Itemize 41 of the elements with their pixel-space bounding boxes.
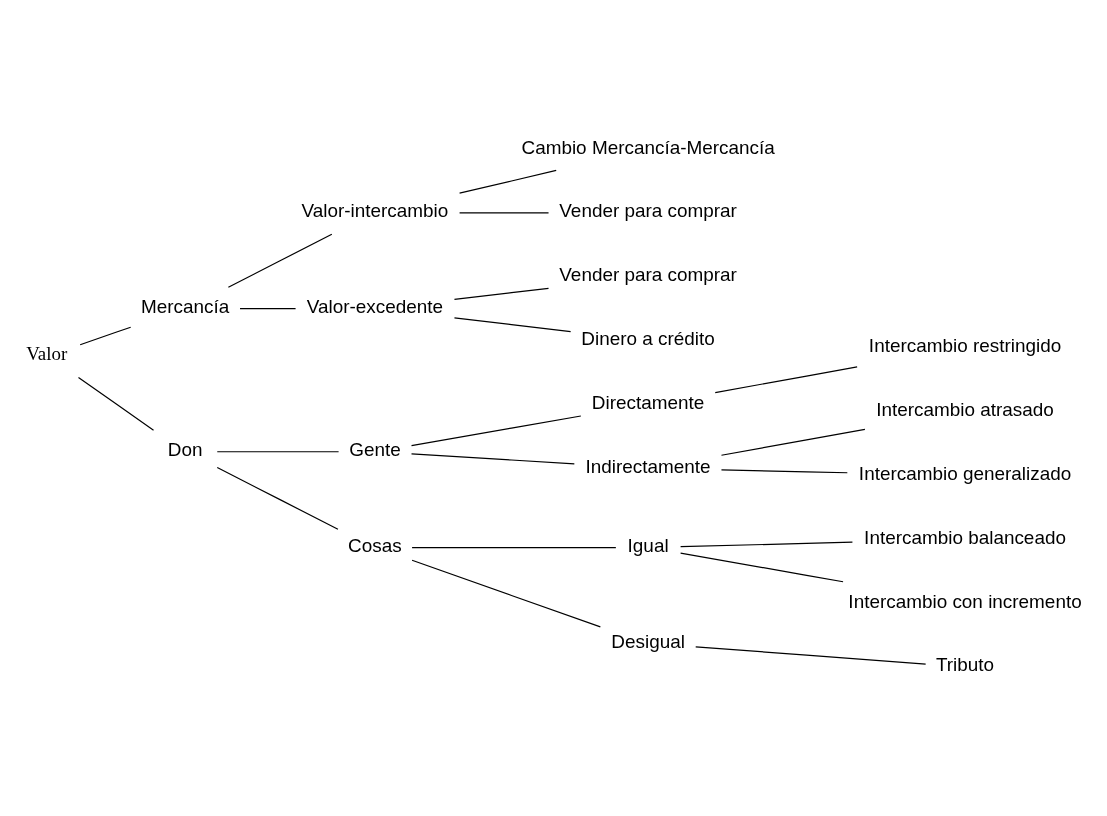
node-text: Valor-excedente: [306, 296, 444, 318]
node-text: Intercambio generalizado: [858, 462, 1072, 484]
connector: [459, 169, 557, 194]
node-text: Intercambio balanceado: [864, 526, 1066, 548]
connector: [695, 646, 927, 665]
connector: [680, 552, 844, 583]
node-text: Intercambio atrasado: [876, 399, 1054, 421]
connector: [216, 451, 340, 453]
node-text: Dinero a crédito: [581, 328, 715, 350]
connector: [453, 317, 572, 333]
connector: [239, 308, 297, 310]
node-text: Igual: [627, 535, 669, 557]
connector: [79, 326, 132, 346]
connector: [227, 233, 333, 288]
connector: [410, 415, 582, 447]
node-text: Directamente: [591, 391, 705, 413]
node-text: Intercambio restringido: [868, 335, 1062, 357]
connector: [77, 376, 155, 431]
connector: [411, 559, 601, 628]
connector: [411, 546, 617, 549]
connector: [680, 541, 853, 548]
connector: [720, 469, 848, 474]
connector: [714, 366, 858, 394]
node-text: Don: [167, 439, 203, 461]
node-text: Vender para comprar: [559, 200, 737, 222]
node-text: Gente: [349, 439, 401, 461]
node-text: Intercambio con incremento: [848, 590, 1082, 612]
connector: [453, 287, 550, 300]
connector: [216, 467, 339, 530]
node-text: Tributo: [935, 654, 995, 676]
connector: [720, 428, 866, 456]
node-text: Cambio Mercancía-Mercancía: [521, 136, 775, 158]
connector: [459, 212, 550, 214]
node-text: Cosas: [348, 535, 402, 557]
node-text: Mercancía: [141, 296, 230, 318]
node-text: Indirectamente: [585, 455, 711, 477]
node-text: Valor: [26, 343, 68, 365]
node-text: Valor-intercambio: [301, 200, 449, 222]
node-text: Desigual: [611, 630, 685, 652]
connector: [410, 453, 575, 465]
node-text: Vender para comprar: [559, 264, 737, 286]
